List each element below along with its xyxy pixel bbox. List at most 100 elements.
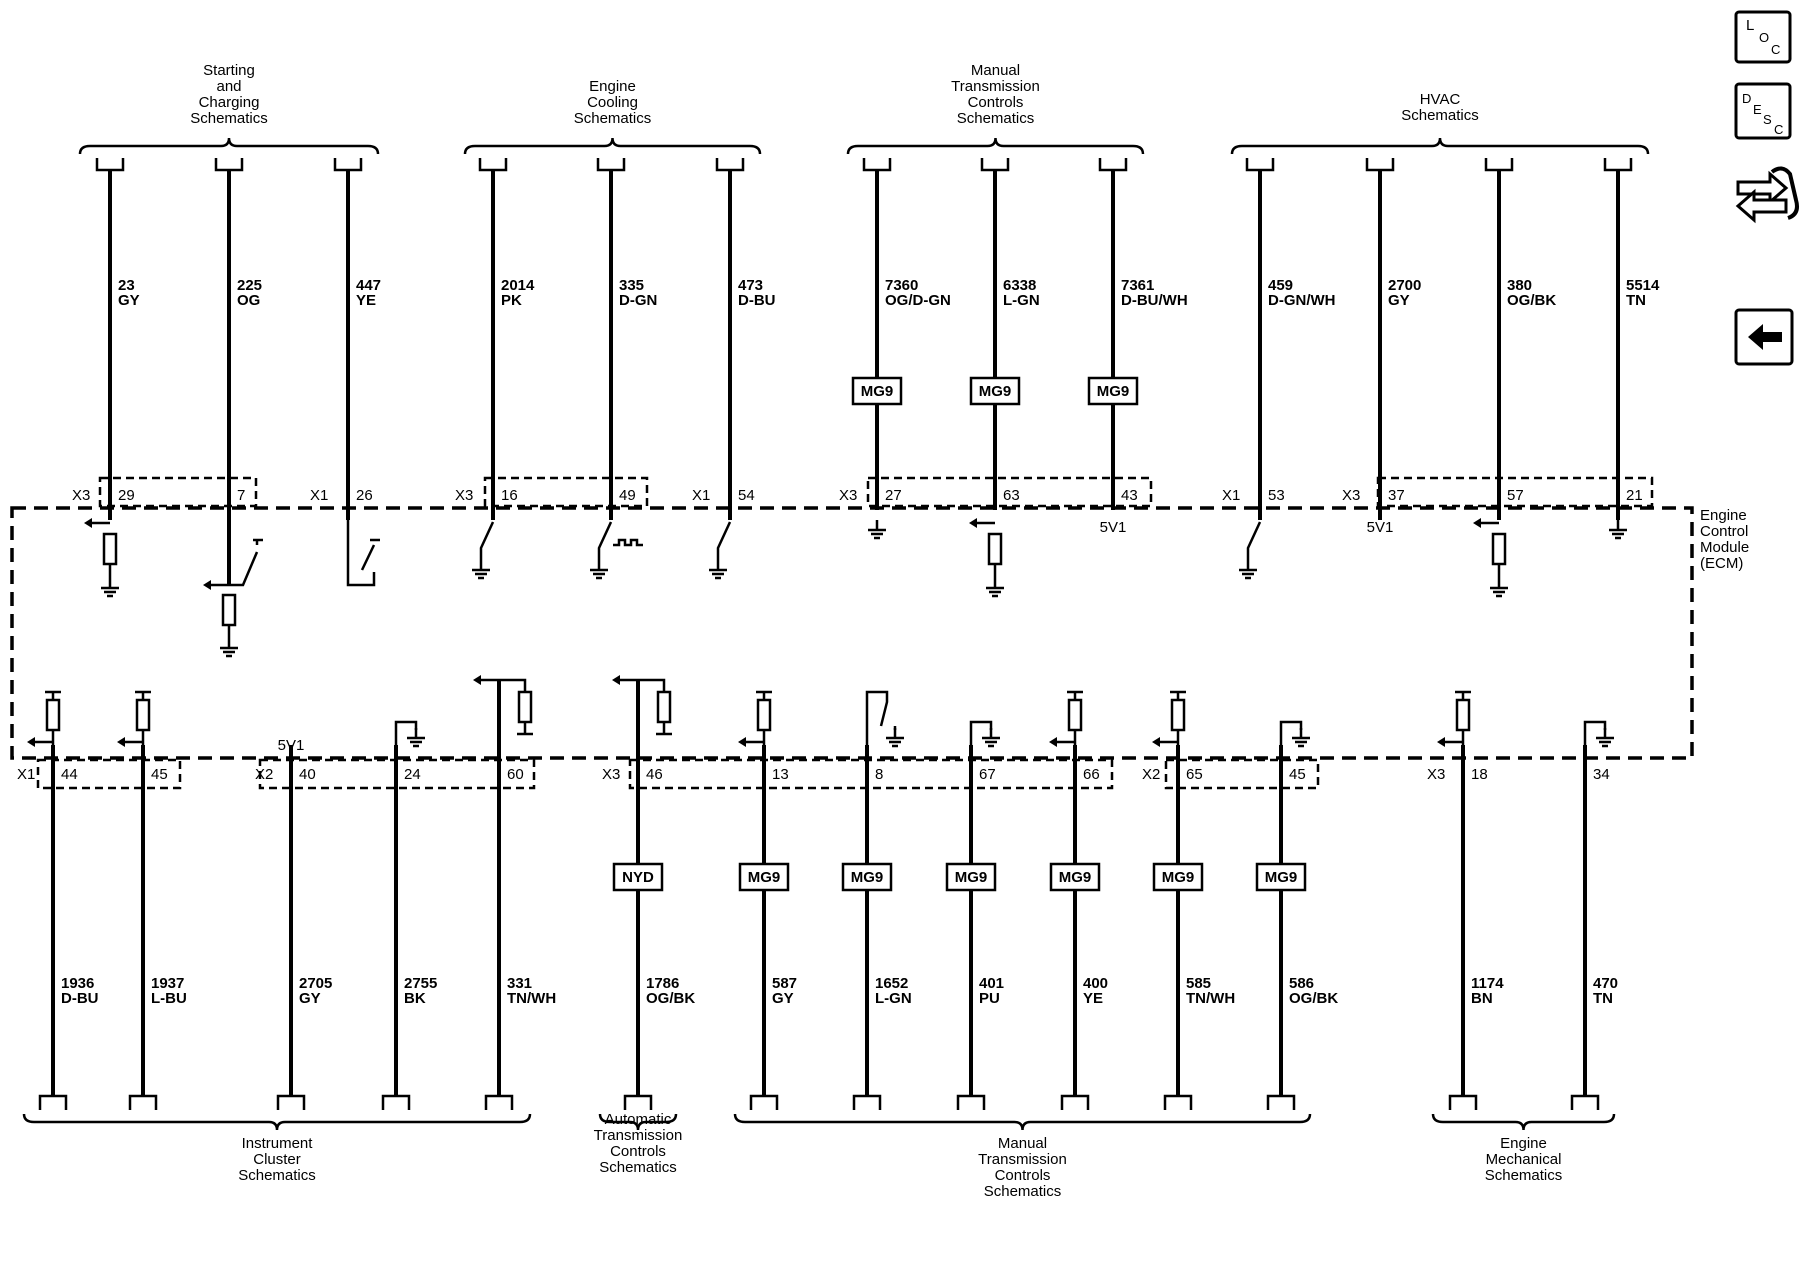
signal-arrow-head — [1152, 737, 1160, 747]
connector-id: X1 — [692, 487, 710, 504]
connector-terminal — [1245, 158, 1275, 172]
resistor — [102, 532, 118, 566]
pin-number: 26 — [356, 487, 373, 504]
group-label-line: Schematics — [984, 1183, 1062, 1200]
connector-terminal — [956, 1094, 986, 1110]
pin-number: 40 — [299, 766, 316, 783]
pin-number: 65 — [1186, 766, 1203, 783]
pin-number: 60 — [507, 766, 524, 783]
connector-housing — [628, 758, 1114, 790]
ground-symbol — [709, 560, 727, 580]
circuit-number: 380 — [1507, 277, 1532, 294]
circuit-number: 1937 — [151, 975, 184, 992]
connector-id: X3 — [1342, 487, 1360, 504]
pin-number: 54 — [738, 487, 755, 504]
wire-color: OG/D-GN — [885, 292, 951, 309]
connector-id: X2 — [255, 766, 273, 783]
group-label-line: Manual — [971, 62, 1020, 79]
pin-number: 46 — [646, 766, 663, 783]
connector-id: X3 — [602, 766, 620, 783]
wire-color: YE — [1083, 990, 1103, 1007]
connector-housing — [98, 476, 258, 508]
wire — [1583, 720, 1607, 745]
group-label-line: Transmission — [951, 78, 1040, 95]
switch-contact — [865, 690, 889, 745]
wire-color: L-BU — [151, 990, 187, 1007]
signal-arrow-head — [612, 675, 620, 685]
supply-bar — [656, 722, 672, 736]
splice-label: MG9 — [1059, 869, 1092, 886]
wire-color: OG — [237, 292, 260, 309]
supply-bar — [135, 690, 151, 700]
signal-arrow-head — [738, 737, 746, 747]
splice-label: MG9 — [851, 869, 884, 886]
group-label-line: Schematics — [238, 1167, 316, 1184]
circuit-number: 1174 — [1471, 975, 1504, 992]
group-label-line: Schematics — [190, 110, 268, 127]
circuit-number: 225 — [237, 277, 262, 294]
pin-number: 63 — [1003, 487, 1020, 504]
back-button[interactable] — [1734, 308, 1794, 366]
group-brace — [1230, 137, 1650, 155]
desc-button[interactable]: D E S C — [1734, 82, 1792, 140]
pin-number: 27 — [885, 487, 902, 504]
ground-symbol — [1292, 728, 1310, 748]
pin-number: 29 — [118, 487, 135, 504]
connector-housing — [36, 758, 182, 790]
connector-terminal — [1060, 1094, 1090, 1110]
splice-box — [738, 862, 790, 892]
signal-arrow-head — [84, 518, 92, 528]
connector-terminal — [1448, 1094, 1478, 1110]
connector-id: X3 — [455, 487, 473, 504]
group-label-line: Engine — [589, 78, 636, 95]
connector-id: X2 — [1142, 766, 1160, 783]
resistor — [221, 593, 237, 627]
splice-box — [969, 376, 1021, 406]
wire-color: D-GN — [619, 292, 657, 309]
circuit-number: 7360 — [885, 277, 918, 294]
ecm-label-line: Control — [1700, 523, 1748, 540]
wire-color: BK — [404, 990, 426, 1007]
group-label-line: and — [216, 78, 241, 95]
wire-color: TN — [1626, 292, 1646, 309]
circuit-number: 587 — [772, 975, 797, 992]
circuit-number: 470 — [1593, 975, 1618, 992]
circuit-number: 2705 — [299, 975, 332, 992]
pin-number: 45 — [1289, 766, 1306, 783]
ground-symbol — [1490, 578, 1508, 598]
ecm-boundary — [10, 506, 1694, 760]
resistor — [135, 698, 151, 732]
wire — [969, 720, 993, 745]
group-brace — [1431, 1113, 1616, 1131]
circuit-number: 447 — [356, 277, 381, 294]
group-label-line: Transmission — [978, 1151, 1067, 1168]
loc-button[interactable]: L O C — [1734, 10, 1792, 64]
ground-symbol — [1609, 520, 1627, 540]
desc-letter-2: E — [1753, 102, 1762, 117]
desc-letter-1: D — [1742, 91, 1751, 106]
circuit-number: 401 — [979, 975, 1004, 992]
switch-contact — [597, 521, 613, 560]
pin-number: 49 — [619, 487, 636, 504]
wrench-arrows-icon[interactable] — [1735, 166, 1799, 224]
ecm-label-line: Engine — [1700, 507, 1747, 524]
nav-buttons: L O C D E S C — [1734, 10, 1799, 366]
